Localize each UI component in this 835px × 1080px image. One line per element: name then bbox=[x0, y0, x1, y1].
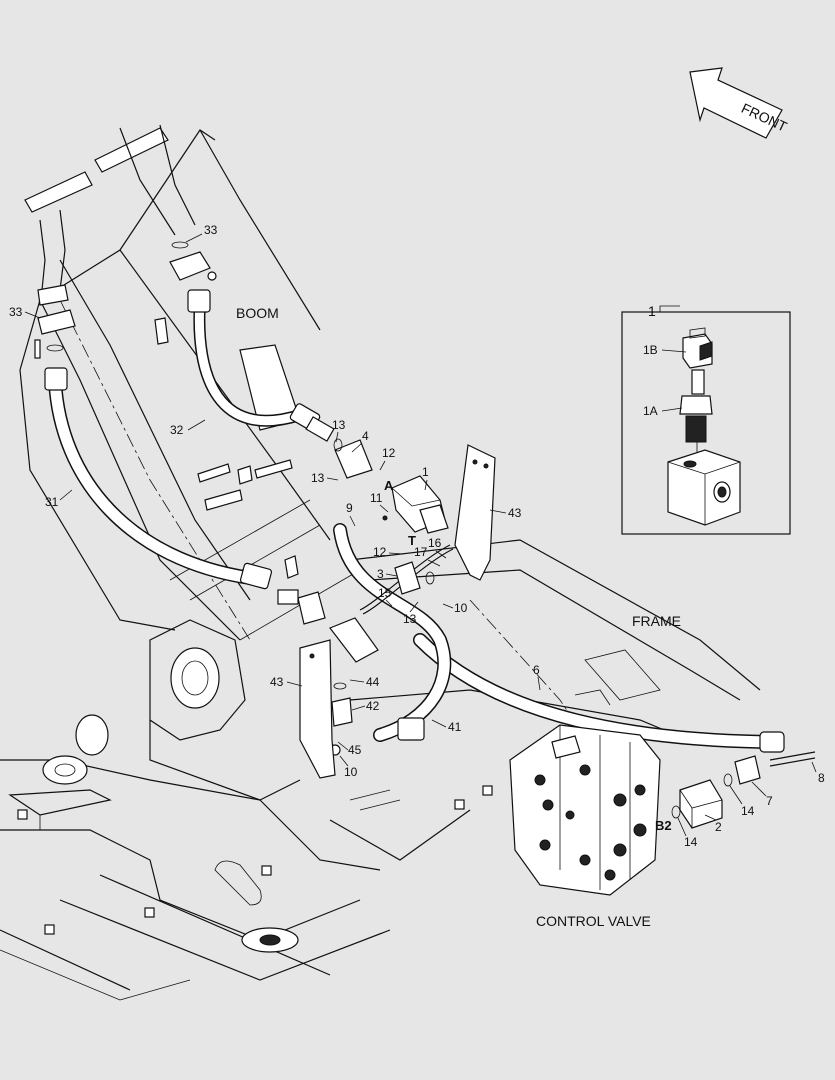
callout-31: 31 bbox=[45, 495, 59, 509]
callout-13-left: 13 bbox=[311, 471, 325, 485]
control-valve bbox=[509, 724, 661, 896]
solenoid-valve-1 bbox=[382, 475, 449, 534]
callout-4: 4 bbox=[362, 429, 369, 443]
callout-16: 16 bbox=[428, 536, 442, 550]
callout-12-upper: 12 bbox=[382, 446, 396, 460]
callout-45: 45 bbox=[348, 743, 362, 757]
callout-41: 41 bbox=[448, 720, 462, 734]
callout-6: 6 bbox=[533, 663, 540, 677]
inset-part-1a: 1A bbox=[643, 404, 658, 418]
fitting-4 bbox=[305, 416, 373, 479]
callout-44: 44 bbox=[366, 675, 380, 689]
inset-detail: 1 1B 1A bbox=[621, 303, 791, 535]
port-a-label: A bbox=[384, 478, 394, 493]
callout-14-right: 14 bbox=[741, 804, 755, 818]
hose-31 bbox=[44, 367, 273, 590]
callout-15: 15 bbox=[378, 586, 392, 600]
callout-32: 32 bbox=[170, 423, 184, 437]
block-2 bbox=[679, 779, 723, 829]
callout-9: 9 bbox=[346, 501, 353, 515]
fitting-3 bbox=[394, 561, 435, 595]
callout-33-left: 33 bbox=[9, 305, 23, 319]
control-valve-label: CONTROL VALVE bbox=[536, 913, 651, 929]
front-arrow: FRONT bbox=[689, 67, 790, 139]
callout-13-upper: 13 bbox=[332, 418, 346, 432]
flange-7 bbox=[671, 751, 816, 819]
inset-title: 1 bbox=[648, 303, 656, 319]
callout-10-upper: 10 bbox=[454, 601, 468, 615]
callout-17: 17 bbox=[414, 545, 428, 559]
callout-11: 11 bbox=[370, 491, 383, 505]
flange-33-left bbox=[34, 284, 76, 359]
boom-label: BOOM bbox=[236, 305, 279, 321]
callout-1: 1 bbox=[422, 465, 429, 479]
callout-12-lower: 12 bbox=[373, 545, 387, 559]
inset-part-1b: 1B bbox=[643, 343, 658, 357]
hose-6 bbox=[413, 633, 785, 753]
callout-3: 3 bbox=[377, 567, 384, 581]
callout-43-left: 43 bbox=[270, 675, 284, 689]
callout-43-right: 43 bbox=[508, 506, 522, 520]
callout-14-left: 14 bbox=[684, 835, 698, 849]
callout-33-upper: 33 bbox=[204, 223, 218, 237]
callout-2: 2 bbox=[715, 820, 722, 834]
frame-label: FRAME bbox=[632, 613, 681, 629]
callout-13-lower: 13 bbox=[403, 612, 417, 626]
hose-41 bbox=[333, 523, 452, 742]
valve-left bbox=[277, 589, 379, 663]
port-t-label: T bbox=[408, 533, 416, 548]
machine-frame bbox=[0, 124, 761, 1001]
flange-33-upper bbox=[169, 241, 217, 281]
bracket-43-left bbox=[299, 639, 336, 779]
callout-42: 42 bbox=[366, 699, 380, 713]
callout-7: 7 bbox=[766, 794, 773, 808]
bracket-43-right bbox=[454, 444, 496, 581]
fitting-42 bbox=[329, 682, 353, 756]
callout-10-lower: 10 bbox=[344, 765, 358, 779]
callout-8: 8 bbox=[818, 771, 825, 785]
port-b2-label: B2 bbox=[655, 818, 672, 833]
